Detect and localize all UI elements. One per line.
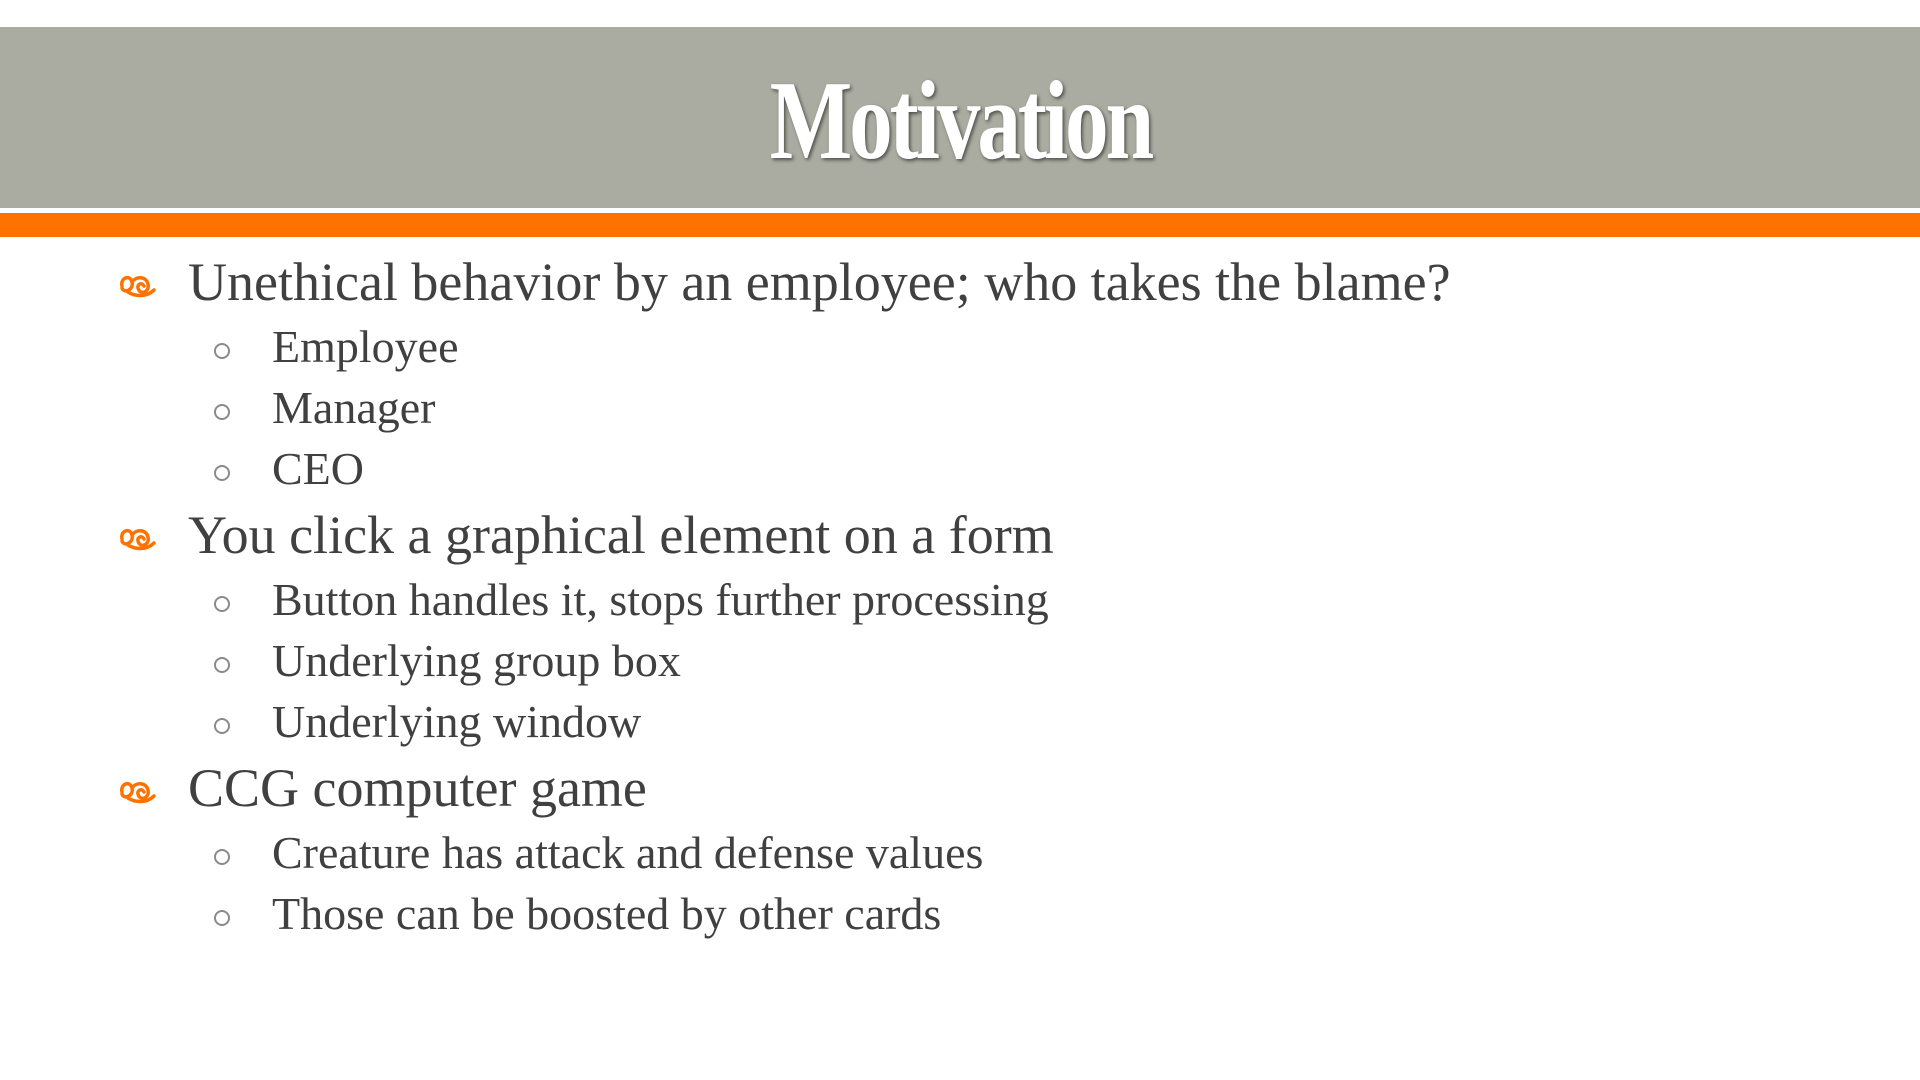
sub-bullet-item: Creature has attack and defense values — [0, 822, 1920, 883]
sub-bullet-text: CEO — [272, 443, 364, 494]
circle-bullet-icon — [214, 849, 230, 865]
slide-title: Motivation — [769, 58, 1153, 183]
sub-bullet-item: Those can be boosted by other cards — [0, 883, 1920, 944]
sub-bullet-item: Manager — [0, 377, 1920, 438]
sub-bullet-text: Button handles it, stops further process… — [272, 574, 1049, 625]
bullet-list: Unethical behavior by an employee; who t… — [0, 248, 1920, 944]
circle-bullet-icon — [214, 910, 230, 926]
circle-bullet-icon — [214, 465, 230, 481]
sub-bullet-item: Underlying window — [0, 691, 1920, 752]
sub-bullet-text: Manager — [272, 382, 436, 433]
sub-bullet-item: Employee — [0, 316, 1920, 377]
sub-bullet-item: CEO — [0, 438, 1920, 499]
circle-bullet-icon — [214, 718, 230, 734]
scroll-bullet-icon — [120, 275, 156, 298]
sub-bullet-text: Those can be boosted by other cards — [272, 888, 942, 939]
title-band: Motivation — [0, 27, 1920, 208]
sub-bullet-item: Underlying group box — [0, 630, 1920, 691]
sub-bullet-text: Underlying group box — [272, 635, 681, 686]
bullet-item: Unethical behavior by an employee; who t… — [0, 248, 1920, 316]
bullet-text: You click a graphical element on a form — [188, 505, 1054, 565]
sub-bullet-text: Creature has attack and defense values — [272, 827, 984, 878]
circle-bullet-icon — [214, 596, 230, 612]
sub-bullet-text: Employee — [272, 321, 459, 372]
accent-bar — [0, 213, 1920, 237]
scroll-bullet-icon — [120, 781, 156, 804]
circle-bullet-icon — [214, 404, 230, 420]
circle-bullet-icon — [214, 343, 230, 359]
bullet-item: CCG computer game — [0, 754, 1920, 822]
bullet-item: You click a graphical element on a form — [0, 501, 1920, 569]
scroll-bullet-icon — [120, 528, 156, 551]
sub-bullet-text: Underlying window — [272, 696, 642, 747]
bullet-text: CCG computer game — [188, 758, 647, 818]
sub-bullet-item: Button handles it, stops further process… — [0, 569, 1920, 630]
circle-bullet-icon — [214, 657, 230, 673]
bullet-text: Unethical behavior by an employee; who t… — [188, 252, 1451, 312]
